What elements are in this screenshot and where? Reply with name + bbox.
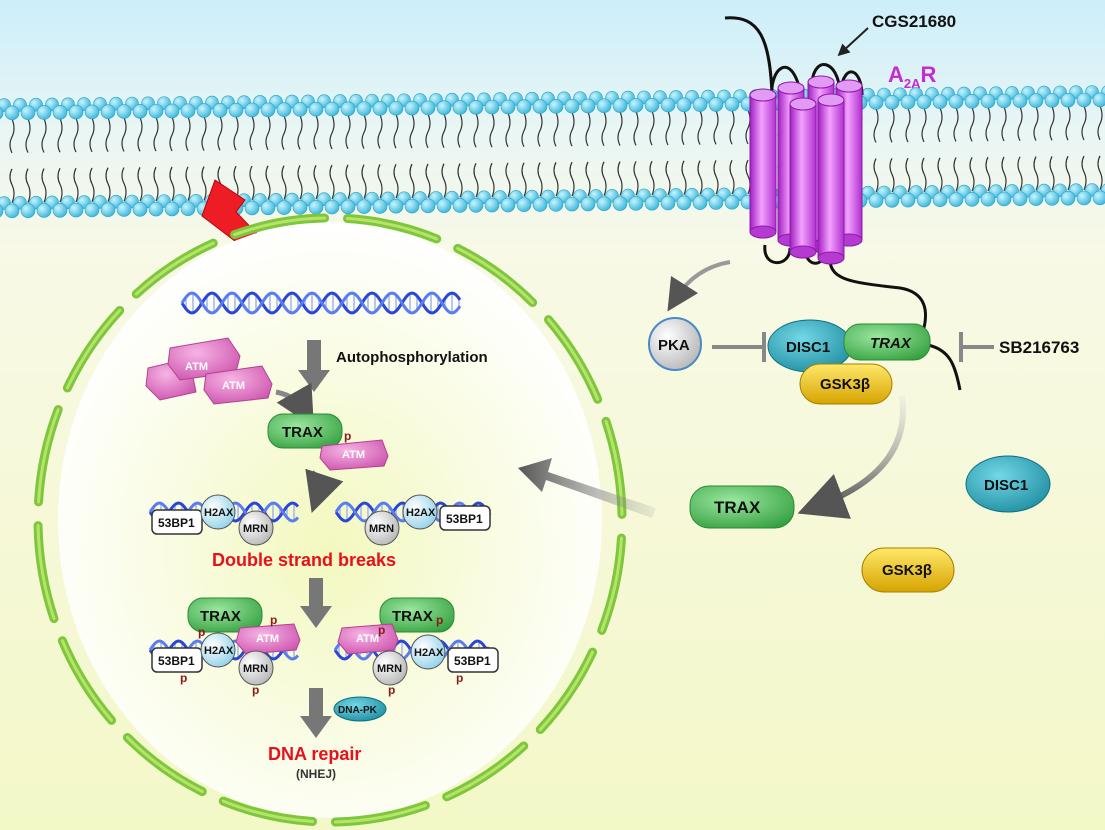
dna-pk-protein: DNA-PK (333, 696, 387, 722)
phospho-label: p (456, 671, 463, 685)
sb216763-inhibition (959, 332, 994, 362)
free-gsk3b-protein: GSK3β (861, 547, 955, 593)
trax-label: TRAX (392, 608, 433, 625)
h2ax-label: H2AX (406, 507, 436, 519)
trax-to-breaks-arrow (305, 468, 344, 513)
atm-label: ATM (356, 633, 379, 645)
trax-atm-complex: TRAX ATM p (267, 413, 389, 471)
agonist-label: CGS21680 (872, 12, 956, 31)
autophosphorylation-arrow (298, 340, 330, 392)
h2ax-label: H2AX (414, 647, 444, 659)
trax-protein (843, 323, 931, 361)
dsb-complex-right: MRN H2AX 53BP1 (334, 494, 492, 546)
dsb-complex-left: 53BP1 H2AX MRN (148, 494, 300, 546)
trax-label: TRAX (200, 608, 241, 625)
pka-label: PKA (658, 337, 690, 354)
atm-label: ATM (222, 380, 245, 392)
bp53-label: 53BP1 (446, 512, 483, 526)
mrn-label: MRN (243, 523, 268, 535)
trax-label: TRAX (282, 424, 323, 441)
trax-label: TRAX (870, 335, 912, 352)
h2ax-label: H2AX (204, 645, 234, 657)
atm-label: ATM (342, 449, 365, 461)
mrn-label: MRN (243, 663, 268, 675)
free-trax-label: TRAX (714, 498, 761, 517)
nhej-label: (NHEJ) (296, 767, 336, 781)
free-disc1-label: DISC1 (984, 477, 1028, 494)
atm-label: ATM (256, 633, 279, 645)
release-trax-arrow (797, 395, 906, 519)
phospho-label: p (252, 683, 259, 697)
repair-complex-left: TRAX ATM 53BP1 H2AX MRN p p p p (148, 597, 301, 697)
atm-label: ATM (185, 361, 208, 373)
breaks-to-repair-arrow (300, 578, 332, 628)
h2ax-label: H2AX (204, 507, 234, 519)
free-trax-protein: TRAX (689, 485, 795, 529)
pka-protein: PKA (648, 317, 702, 371)
bp53-label: 53BP1 (158, 516, 195, 530)
trax-nuclear-translocation-arrow (518, 458, 656, 518)
phospho-label: p (344, 429, 351, 443)
phospho-label: p (436, 613, 443, 627)
mrn-label: MRN (369, 523, 394, 535)
pka-inhibition (712, 332, 766, 362)
autophosphorylation-label: Autophosphorylation (336, 349, 488, 366)
phospho-label: p (270, 613, 277, 627)
dna-helix (180, 291, 462, 315)
bp53-label: 53BP1 (454, 654, 491, 668)
gsk3b-label: GSK3β (820, 376, 870, 393)
mrn-label: MRN (377, 663, 402, 675)
receptor-loop-line (724, 16, 927, 336)
phospho-label: p (198, 625, 205, 639)
dna-pk-label: DNA-PK (338, 705, 378, 716)
atm-to-trax-arrow (275, 382, 314, 428)
nuclear-envelope (33, 213, 627, 827)
disc1-label: DISC1 (786, 339, 830, 356)
receptor-to-pka-arrow (667, 260, 731, 312)
disc1-trax-gsk3b-complex: DISC1 TRAX GSK3β (767, 319, 931, 405)
phospho-label: p (378, 623, 385, 637)
inhibitor-label: SB216763 (999, 338, 1079, 357)
bp53-label: 53BP1 (158, 654, 195, 668)
gsk3b-protein (799, 363, 893, 405)
atm-cluster: ATM ATM (145, 337, 273, 405)
receptor-label: A2AR (888, 62, 937, 91)
dna-repair-label: DNA repair (268, 744, 361, 764)
a2a-receptor (724, 16, 962, 391)
double-strand-breaks-label: Double strand breaks (212, 550, 396, 570)
phospho-label: p (388, 683, 395, 697)
agonist-arrow (837, 27, 869, 57)
free-gsk3b-label: GSK3β (882, 562, 932, 579)
free-disc1-protein: DISC1 (965, 455, 1051, 513)
repair-arrow (300, 688, 332, 738)
repair-complex-right: TRAX ATM MRN H2AX 53BP1 p p p p (333, 597, 499, 697)
receptor-tail-line (927, 343, 962, 391)
phospho-label: p (180, 671, 187, 685)
